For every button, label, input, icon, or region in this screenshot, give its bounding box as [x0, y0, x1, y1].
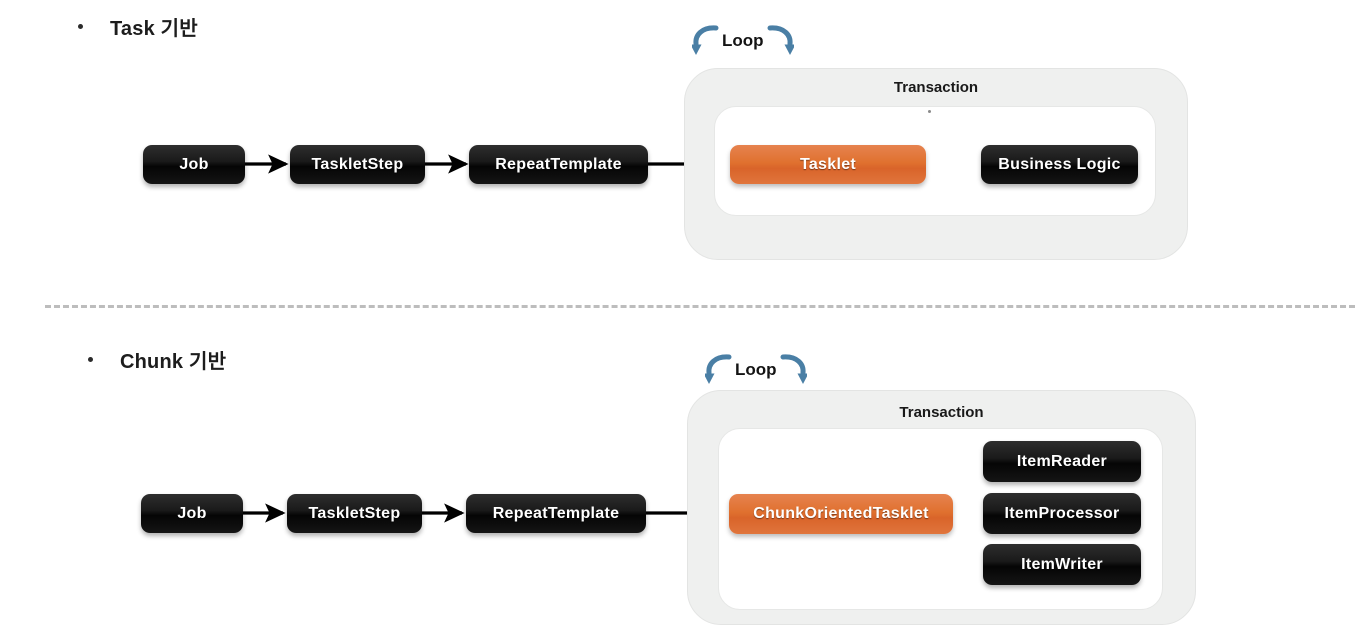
node-job-task[interactable]: Job — [143, 145, 245, 184]
node-taskletstep-task[interactable]: TaskletStep — [290, 145, 425, 184]
bullet-dot-icon — [88, 357, 93, 362]
node-repeattemplate-task[interactable]: RepeatTemplate — [469, 145, 648, 184]
node-repeattemplate-chunk[interactable]: RepeatTemplate — [466, 494, 646, 533]
transaction-label-task: Transaction — [893, 79, 979, 96]
node-job-chunk[interactable]: Job — [141, 494, 243, 533]
node-tasklet[interactable]: Tasklet — [730, 145, 926, 184]
bullet-dot-icon — [78, 24, 83, 29]
node-taskletstep-chunk[interactable]: TaskletStep — [287, 494, 422, 533]
node-itemwriter[interactable]: ItemWriter — [983, 544, 1141, 585]
node-business-logic[interactable]: Business Logic — [981, 145, 1138, 184]
node-chunkorientedtasklet[interactable]: ChunkOrientedTasklet — [729, 494, 953, 534]
section-heading-chunk-label: Chunk 기반 — [120, 351, 227, 373]
loop-label-task: Loop — [722, 31, 764, 50]
section-divider — [45, 305, 1355, 308]
loop-label-chunk: Loop — [735, 360, 777, 379]
loop-arrow-right-icon — [780, 354, 807, 384]
node-itemprocessor[interactable]: ItemProcessor — [983, 493, 1141, 534]
loop-arrow-left-icon — [692, 25, 719, 55]
section-heading-task-label: Task 기반 — [110, 18, 198, 40]
loop-arrow-right-icon — [767, 25, 794, 55]
node-itemreader[interactable]: ItemReader — [983, 441, 1141, 482]
section-heading-chunk: Chunk 기반 — [88, 345, 226, 374]
section-heading-task: Task 기반 — [78, 12, 198, 41]
loop-badge-chunk: Loop — [705, 352, 807, 388]
speck-artifact — [928, 110, 931, 113]
transaction-label-chunk: Transaction — [899, 404, 984, 421]
loop-badge-task: Loop — [692, 23, 794, 59]
loop-arrow-left-icon — [705, 354, 732, 384]
